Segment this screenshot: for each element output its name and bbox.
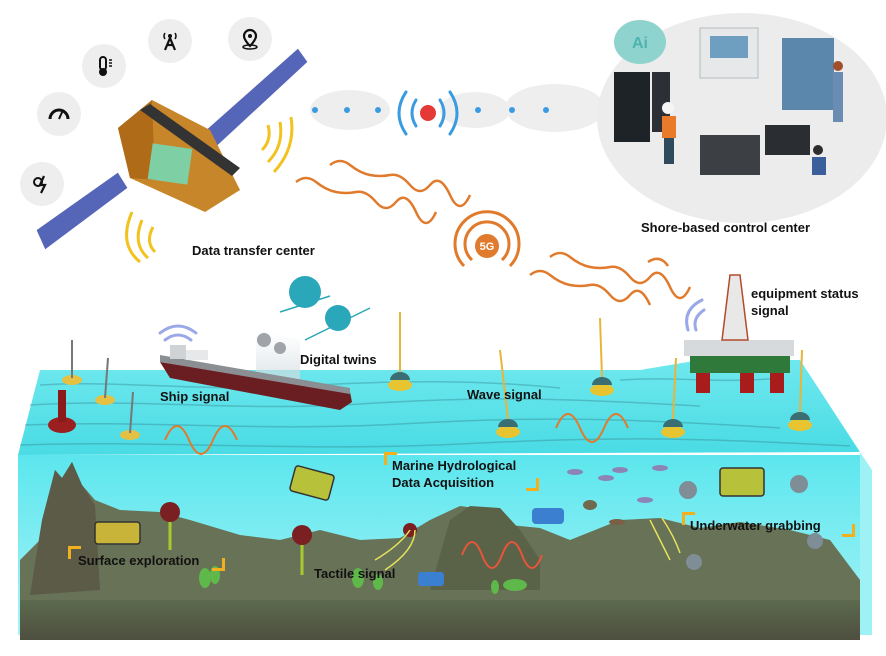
server-rack <box>614 72 650 142</box>
fiveg-badge-text: 5G <box>480 241 495 253</box>
satellite-signal-arcs <box>125 116 294 264</box>
oil-platform <box>684 274 794 393</box>
beacon-center <box>420 105 436 121</box>
label-surface-exploration: Surface exploration <box>78 553 200 568</box>
water-side <box>860 452 872 635</box>
discus-fish <box>679 475 823 570</box>
tactile-wave-line <box>461 541 543 569</box>
bracket-marine-hydro-start <box>384 452 397 465</box>
display-board <box>782 38 834 110</box>
bracket-surface-exploration-end <box>212 558 225 571</box>
thermometer-icon <box>82 44 126 88</box>
marker-balloons <box>160 502 417 575</box>
wave-signal-line <box>555 413 629 443</box>
seabed-base <box>20 600 860 640</box>
seabed-mound <box>430 506 540 590</box>
link-dots <box>312 107 549 113</box>
seabed-cliff <box>30 462 100 595</box>
satellite-panel-left <box>35 171 129 251</box>
location-pin-icon <box>228 17 272 61</box>
signal-tower-icon <box>148 19 192 63</box>
label-shore-control-center: Shore-based control center <box>641 220 811 235</box>
tactile-cables <box>374 517 681 571</box>
label-underwater-grabbing: Underwater grabbing <box>690 518 821 533</box>
beacon-waves <box>397 90 459 136</box>
seabed-terrain <box>20 462 860 600</box>
label-wave-signal: Wave signal <box>467 387 542 402</box>
bracket-underwater-grabbing-end <box>842 524 855 537</box>
label-tactile-signal: Tactile signal <box>314 566 396 581</box>
wifi-arcs-ship <box>158 324 198 342</box>
speedometer-icon <box>37 92 81 136</box>
fish-school <box>567 465 668 525</box>
label-data-transfer-center: Data transfer center <box>192 243 315 258</box>
label-equipment-status-line1: equipment status <box>751 286 859 301</box>
ship-illustration <box>160 345 352 410</box>
bracket-underwater-grabbing-start <box>682 512 695 525</box>
operator-desk <box>700 135 760 175</box>
ship-wave-signal <box>164 425 238 455</box>
wave-buoy-domes <box>390 372 810 427</box>
label-digital-twins: Digital twins <box>300 352 377 367</box>
rov-vehicles <box>94 465 765 586</box>
buoys-left <box>48 340 140 440</box>
label-marine-hydro-line1: Marine Hydrological <box>392 458 517 473</box>
satellite-illustration <box>35 47 309 251</box>
bracket-surface-exploration-start <box>68 546 81 559</box>
control-center-illustration: Ai <box>614 20 843 175</box>
label-equipment-status-line2: signal <box>751 303 789 318</box>
ai-cloud <box>614 20 666 64</box>
label-marine-hydro-line2: Data Acquisition <box>392 475 495 490</box>
wifi-arcs-platform <box>685 298 706 332</box>
orange-signal-waves <box>295 159 692 306</box>
sensor-masts <box>399 312 803 420</box>
weather-lightning-icon <box>20 162 64 206</box>
fiveg-badge: 5G <box>453 210 521 268</box>
satellite-bar <box>140 104 240 176</box>
ai-badge-text: Ai <box>632 35 648 52</box>
digital-twin-gears <box>257 276 371 354</box>
bracket-marine-hydro-end <box>526 478 539 491</box>
label-ship-signal: Ship signal <box>160 389 230 404</box>
wave-buoys <box>388 379 812 438</box>
